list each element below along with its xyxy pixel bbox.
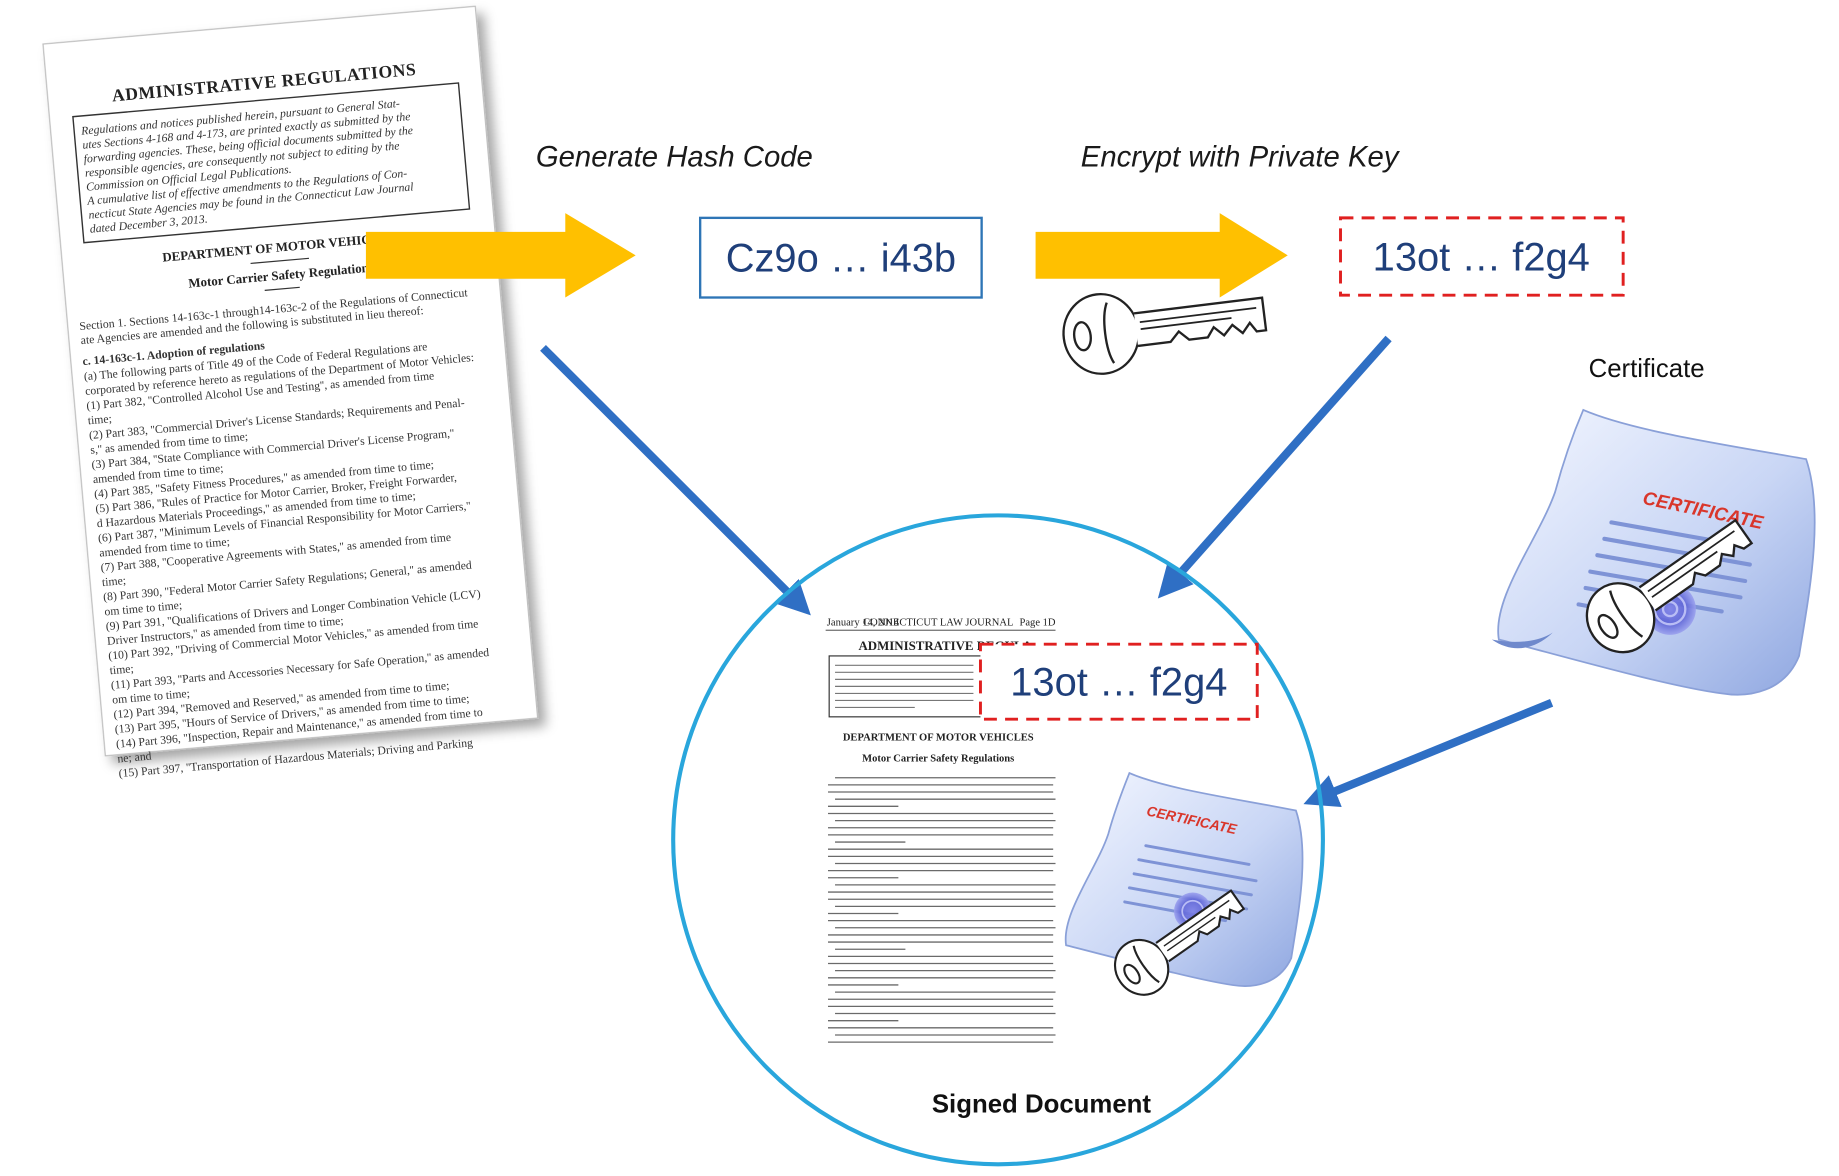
signed-doc-body-lines xyxy=(827,777,1056,1043)
signed-signature-box xyxy=(978,642,1259,721)
signed-doc-header-left: January 14, 2014 xyxy=(827,617,900,628)
blue-arrow-signature-to-signed xyxy=(1157,335,1392,599)
source-document-body-line: time; xyxy=(87,412,112,427)
divider xyxy=(264,286,300,291)
certificate-label: Certificate xyxy=(1589,355,1705,383)
signed-document-circle xyxy=(671,513,1325,1167)
source-document-body-line: time; xyxy=(101,574,126,589)
signature-box xyxy=(1339,216,1625,297)
certificate-small: CERTIFICATE xyxy=(1064,771,1304,987)
signed-doc-subject: Motor Carrier Safety Regulations xyxy=(862,753,1014,764)
signed-doc-header-right: Page 1D xyxy=(1020,617,1056,628)
source-document-page xyxy=(42,5,539,757)
signed-signature-text: 13ot … f2g4 xyxy=(1010,661,1227,705)
signed-doc-intro-lines xyxy=(835,664,974,709)
signature-text: 13ot … f2g4 xyxy=(1373,236,1590,280)
divider xyxy=(250,257,310,264)
blue-arrow-document-to-signed xyxy=(540,344,811,616)
certificate-curl xyxy=(1491,632,1553,649)
key-bow-inner xyxy=(1103,302,1116,364)
certificate-large: CERTIFICATE xyxy=(1491,408,1816,696)
key-bow xyxy=(1062,292,1140,375)
yellow-arrow-encrypt xyxy=(1035,213,1288,298)
generate-hash-label: Generate Hash Code xyxy=(536,140,813,173)
source-document-body-line: time; xyxy=(109,662,134,677)
key-groove xyxy=(1140,317,1232,330)
source-document: ADMINISTRATIVE REGULATIONS Regulations a… xyxy=(42,5,539,780)
encrypt-private-key-label: Encrypt with Private Key xyxy=(1081,140,1401,173)
blue-arrow-certificate-to-signed xyxy=(1303,698,1554,808)
private-key-icon xyxy=(1062,292,1268,375)
signed-document: January 14, 2014 CONNECTICUT LAW JOURNAL… xyxy=(825,617,1056,1043)
certificate-small-key-icon xyxy=(1113,889,1246,996)
hash-code-text: Cz9o … i43b xyxy=(726,237,956,281)
certificate-key-icon xyxy=(1585,518,1754,654)
signed-doc-header-center: CONNECTICUT LAW JOURNAL xyxy=(863,617,1013,628)
source-document-body-line: ne; and xyxy=(117,750,152,766)
source-document-intro: Regulations and notices published herein… xyxy=(80,97,414,236)
source-document-intro-box xyxy=(72,82,471,244)
hash-code-box xyxy=(698,216,983,299)
signed-doc-department: DEPARTMENT OF MOTOR VEHICLES xyxy=(843,732,1034,743)
certificate-paper xyxy=(1497,408,1816,696)
signed-document-label: Signed Document xyxy=(932,1091,1152,1119)
yellow-arrow-hash xyxy=(365,213,636,298)
key-groove xyxy=(1139,306,1257,323)
certificate-paper xyxy=(1064,771,1304,987)
key-bow-hole xyxy=(1072,321,1092,352)
